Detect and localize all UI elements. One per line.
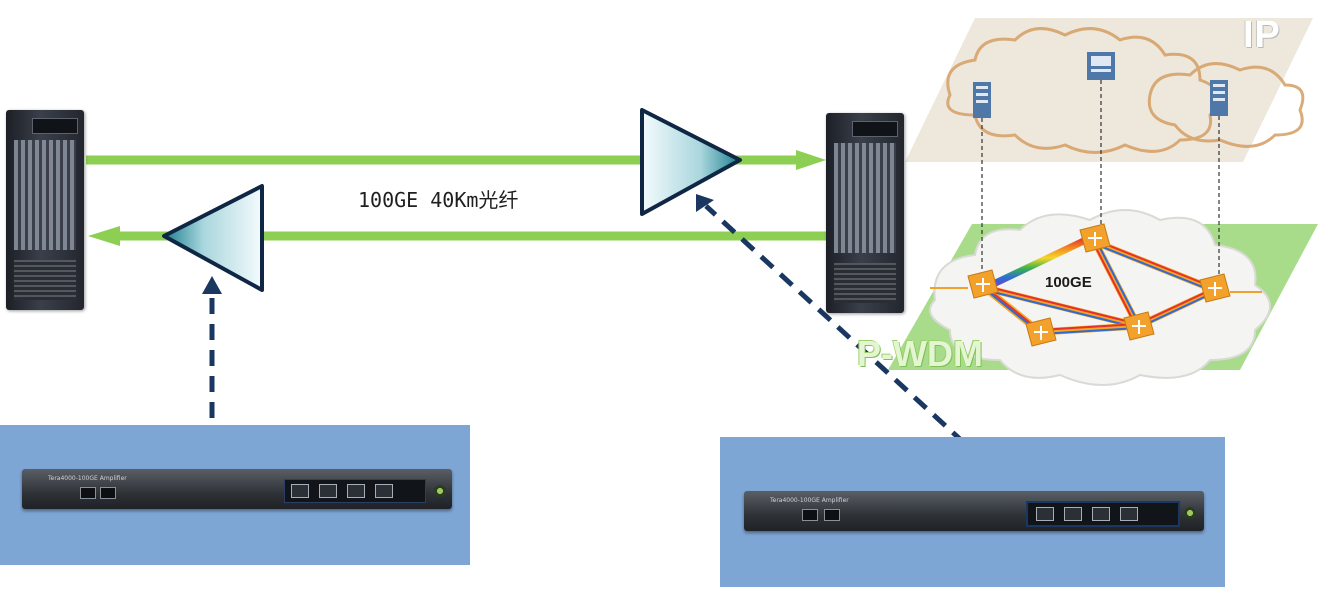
amplifier-triangle-icon: [162, 184, 264, 292]
amplifier-panel-right: Tera4000-100GE Amplifier: [720, 437, 1225, 587]
server-icon: [973, 82, 991, 118]
amplifier-device-left: Tera4000-100GE Amplifier: [22, 469, 452, 509]
wdm-cloud: [929, 209, 1271, 386]
server-icon: [1210, 80, 1228, 116]
wdm-router-icon: [1123, 311, 1155, 341]
router-chassis-left: [6, 110, 84, 310]
amplifier-triangle-icon: [640, 108, 742, 216]
core-link-label: 100GE: [1045, 274, 1092, 291]
server-icon: [1087, 52, 1115, 80]
amplifier-panel-left: Tera4000-100GE Amplifier: [0, 425, 470, 565]
wdm-router-icon: [967, 269, 999, 299]
wdm-router-icon: [1025, 317, 1057, 347]
dashed-management-line: [704, 204, 1024, 498]
amplifier-brand: Tera4000-100GE Amplifier: [770, 497, 849, 504]
wdm-router-icon: [1079, 223, 1111, 253]
layer-tie-lines: [981, 80, 1220, 276]
amplifier-device-right: Tera4000-100GE Amplifier: [744, 491, 1204, 531]
ip-layer-label: IP: [1243, 14, 1281, 56]
wdm-links: [982, 234, 1217, 336]
link-label: 100GE 40Km光纤: [358, 188, 519, 212]
wdm-layer-label: P-WDM: [857, 333, 983, 374]
router-chassis-right: [826, 113, 904, 313]
amplifier-brand: Tera4000-100GE Amplifier: [48, 475, 127, 482]
wdm-router-icon: [1199, 273, 1231, 303]
